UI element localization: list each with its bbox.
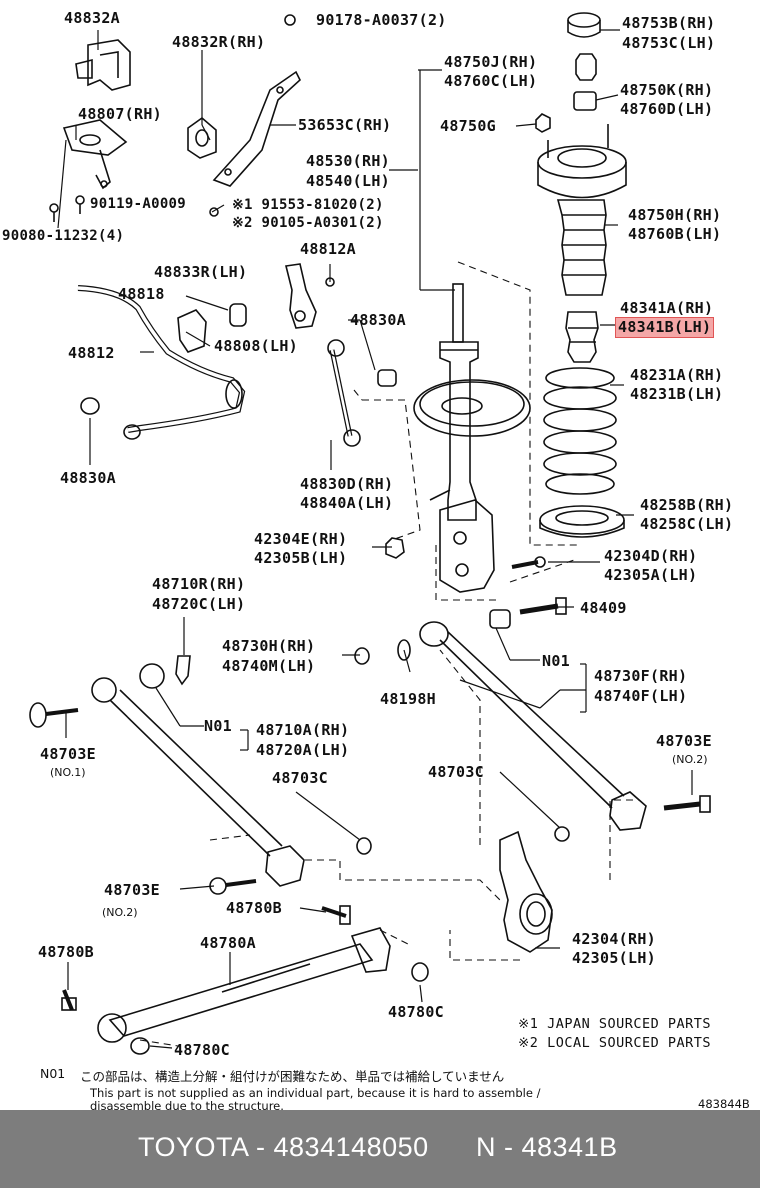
label-48703E-no1: 48703E: [40, 745, 96, 763]
part-drawings: [29, 12, 711, 1055]
label-48730F: 48730F(RH): [594, 667, 688, 685]
label-48780B-upper: 48780B: [226, 899, 282, 917]
label-48830A-lower: 48830A: [60, 469, 116, 487]
label-48840A: 48840A(LH): [300, 494, 394, 512]
footer-part-number: TOYOTA - 4834148050: [138, 1132, 429, 1162]
label-48750G: 48750G: [440, 117, 496, 135]
note-n01-english-line2: disassemble due to the structure.: [90, 1099, 284, 1110]
label-48830D: 48830D(RH): [300, 475, 394, 493]
label-90119: 90119-A0009: [90, 196, 187, 212]
exploded-parts-diagram: [29, 12, 711, 1055]
label-48198H: 48198H: [380, 690, 436, 708]
label-48760D: 48760D(LH): [620, 100, 714, 118]
label-48832R: 48832R(RH): [172, 33, 266, 51]
label-48710R: 48710R(RH): [152, 575, 246, 593]
label-48808: 48808(LH): [214, 337, 298, 355]
label-90178: 90178-A0037(2): [316, 11, 447, 29]
label-48231B: 48231B(LH): [630, 385, 724, 403]
label-48231A: 48231A(RH): [630, 366, 724, 384]
label-48258C: 48258C(LH): [640, 515, 734, 533]
label-42305: 42305(LH): [572, 949, 656, 967]
label-48720C: 48720C(LH): [152, 595, 246, 613]
note-japan-sourced: ※1 JAPAN SOURCED PARTS: [518, 1016, 711, 1032]
note-n01-key: N01: [40, 1066, 66, 1081]
label-48341B-highlighted: 48341B(LH): [614, 317, 715, 338]
label-48530: 48530(RH): [306, 152, 390, 170]
label-48780B-lower: 48780B: [38, 943, 94, 961]
coil-spring: [543, 367, 617, 495]
label-48703E-no2-right-note: (NO.2): [672, 753, 708, 766]
label-42304: 42304(RH): [572, 930, 656, 948]
label-48750J: 48750J(RH): [444, 53, 538, 71]
label-48750H: 48750H(RH): [628, 206, 722, 224]
label-48703C-right: 48703C: [428, 763, 484, 781]
footer-bar: TOYOTA - 4834148050 N - 48341B: [0, 1110, 760, 1188]
label-48703E-no1-note: (NO.1): [50, 766, 86, 779]
label-48740M: 48740M(LH): [222, 657, 316, 675]
label-48830A-upper: 48830A: [350, 311, 406, 329]
label-48740F: 48740F(LH): [594, 687, 688, 705]
label-48703C-left: 48703C: [272, 769, 328, 787]
label-48833R: 48833R(LH): [154, 263, 248, 281]
label-48341A: 48341A(RH): [620, 299, 714, 317]
label-48720A: 48720A(LH): [256, 741, 350, 759]
label-42305A: 42305A(LH): [604, 566, 698, 584]
label-48760C: 48760C(LH): [444, 72, 538, 90]
label-48703E-no2-left-note: (NO.2): [102, 906, 138, 919]
label-48753C: 48753C(LH): [622, 34, 716, 52]
label-48807: 48807(RH): [78, 105, 162, 123]
label-90105: ※2 90105-A0301(2): [232, 215, 384, 231]
label-48780C-right: 48780C: [388, 1003, 444, 1021]
label-48812: 48812: [68, 344, 115, 362]
note-local-sourced: ※2 LOCAL SOURCED PARTS: [518, 1035, 711, 1051]
label-48780A: 48780A: [200, 934, 256, 952]
label-48812A: 48812A: [300, 240, 356, 258]
label-48703E-no2-right: 48703E: [656, 732, 712, 750]
label-53653C: 53653C(RH): [298, 116, 392, 134]
label-48258B: 48258B(RH): [640, 496, 734, 514]
label-48409: 48409: [580, 599, 627, 617]
label-48832A: 48832A: [64, 9, 120, 27]
note-n01-japanese: この部品は、構造上分解・組付けが困難なため、単品では補給していません: [80, 1069, 505, 1084]
label-48703E-no2-left: 48703E: [104, 881, 160, 899]
diagram-id: 483844B: [698, 1097, 750, 1111]
label-48540: 48540(LH): [306, 172, 390, 190]
note-n01-english-line1: This part is not supplied as an individu…: [90, 1086, 541, 1100]
label-48750K: 48750K(RH): [620, 81, 714, 99]
label-N01-lower: N01: [204, 717, 232, 735]
assembly-guide-lines: [139, 261, 640, 1047]
label-90080: 90080-11232(4): [2, 228, 125, 244]
label-N01-upper: N01: [542, 652, 570, 670]
label-42305B: 42305B(LH): [254, 549, 348, 567]
label-42304E: 42304E(RH): [254, 530, 348, 548]
label-42304D: 42304D(RH): [604, 547, 698, 565]
label-48753B: 48753B(RH): [622, 14, 716, 32]
label-48780C-left: 48780C: [174, 1041, 230, 1059]
leader-lines: [57, 29, 693, 1049]
footer-short-number: N - 48341B: [476, 1132, 618, 1162]
label-48760B: 48760B(LH): [628, 225, 722, 243]
label-48730H: 48730H(RH): [222, 637, 316, 655]
label-48710A: 48710A(RH): [256, 721, 350, 739]
label-91553: ※1 91553-81020(2): [232, 197, 384, 213]
label-48818: 48818: [118, 285, 165, 303]
